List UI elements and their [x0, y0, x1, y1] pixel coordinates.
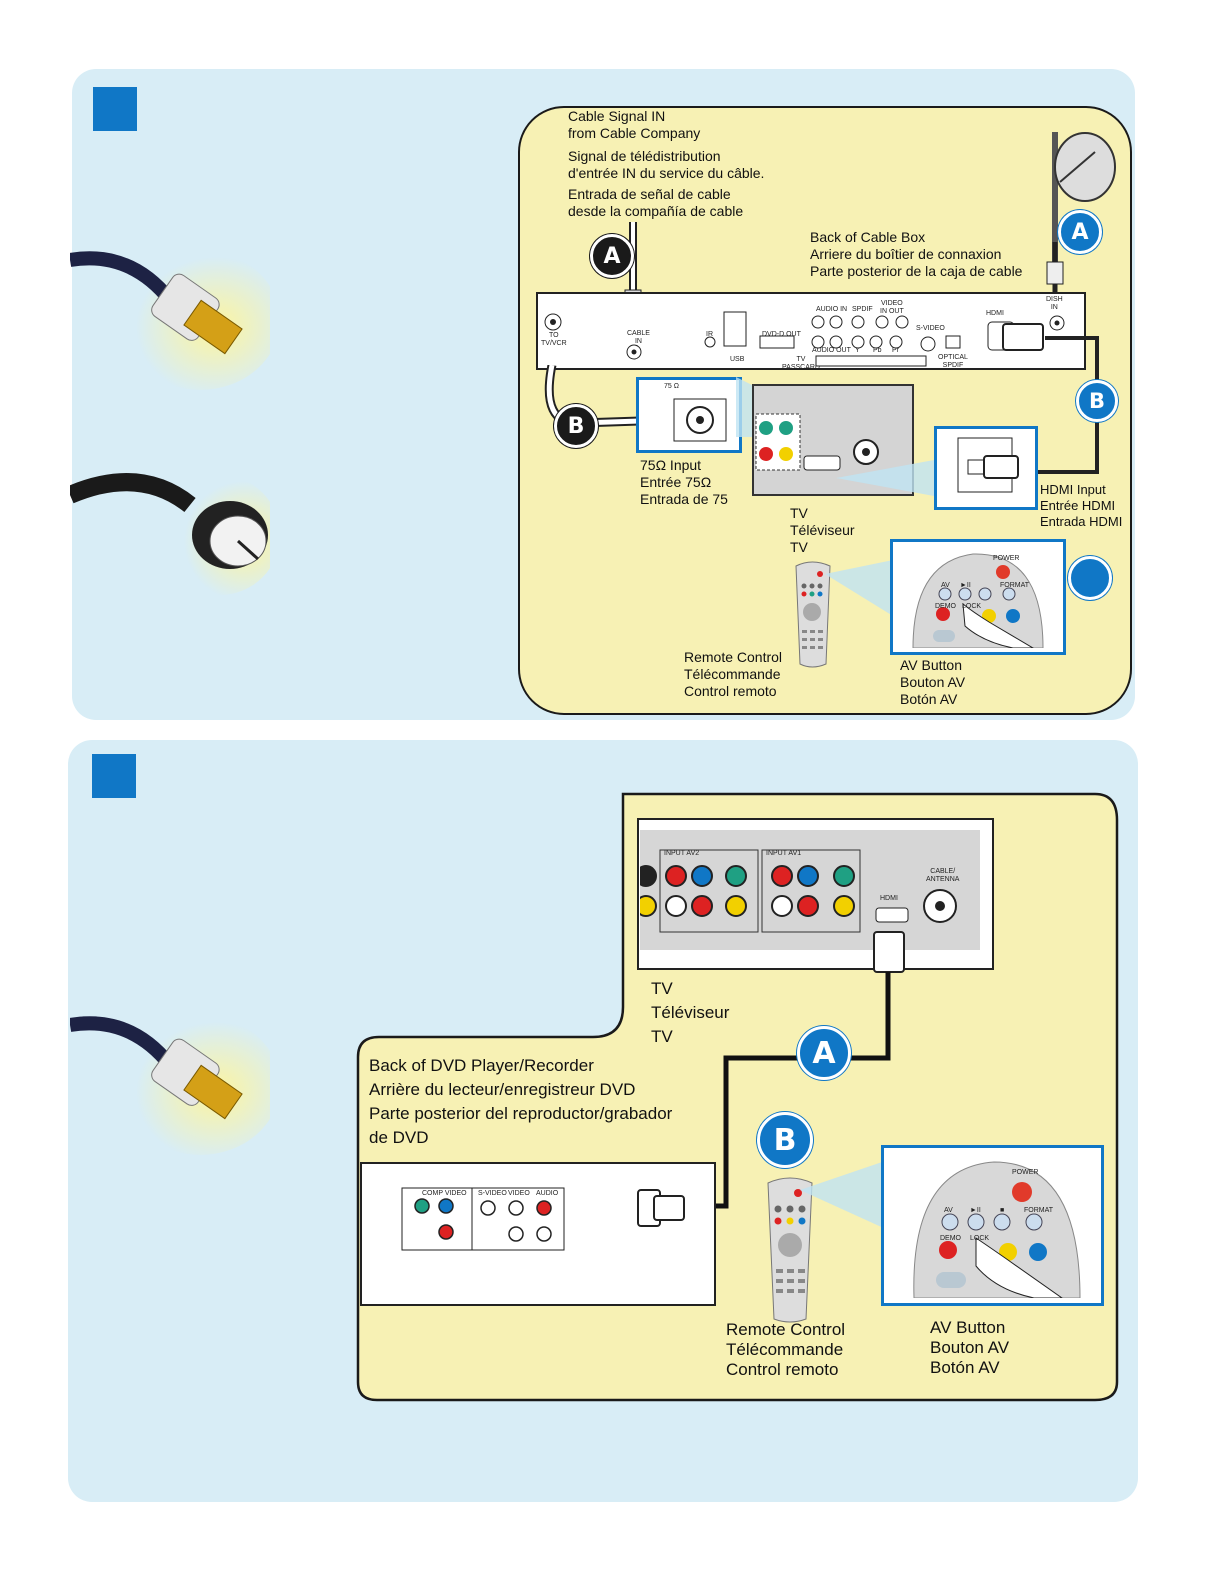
- input-av2-label: INPUT AV2: [664, 850, 700, 857]
- tv-back-jacks-2: [640, 849, 957, 933]
- dvd-d-out-label: DVD-D OUT: [762, 331, 801, 338]
- y-label: Y: [855, 347, 860, 354]
- cable-antenna-label: CABLE/ANTENNA: [926, 868, 960, 883]
- step-1-marker: [93, 87, 137, 131]
- input-75-label: 75Ω Input Entrée 75Ω Entrada de 75: [640, 457, 728, 507]
- hdmi-cable-icon: [70, 250, 270, 390]
- remote-av-label-2: AV: [944, 1207, 953, 1214]
- badge-a-cable: A: [590, 234, 634, 278]
- svideo-label: S-VIDEO: [916, 325, 945, 332]
- inset-pointer-remote-2: [800, 1160, 888, 1230]
- remote-play-label-1: ►II: [960, 582, 971, 589]
- hdmi-label-tv2: HDMI: [880, 895, 898, 902]
- step-c-marker: [1068, 556, 1112, 600]
- back-cable-box-label: Back of Cable Box Arriere du boîtier de …: [810, 229, 1023, 279]
- av-button-label-2: AV Button Bouton AV Botón AV: [930, 1318, 1010, 1377]
- audio-out-label: AUDIO OUT: [812, 347, 851, 354]
- cable-signal-label-fr: Signal de télédistribution d'entrée IN d…: [568, 148, 765, 181]
- hdmi-label-box: HDMI: [986, 310, 1004, 317]
- dvd-audio-label: AUDIO: [536, 1190, 559, 1197]
- remote-closeup-1: [912, 553, 1044, 648]
- audio-in-label: AUDIO IN: [816, 306, 848, 313]
- ir-label: IR: [706, 331, 713, 338]
- remote-control-icon-2: [767, 1177, 813, 1323]
- dvd-svideo-label: S-VIDEO: [478, 1190, 507, 1197]
- remote-format-label-1: FORMAT: [1000, 582, 1030, 589]
- cable-signal-label-en: Cable Signal IN from Cable Company: [568, 108, 701, 141]
- badge-a-dish: A: [1058, 210, 1102, 254]
- remote-play-label-2: ►II: [970, 1207, 981, 1214]
- cable-signal-label-es: Entrada de señal de cable desde la compa…: [568, 186, 744, 219]
- dvd-video-label: VIDEO: [508, 1190, 530, 1197]
- badge-a-hdmi-2: A: [797, 1026, 851, 1080]
- remote-lock-label-1: LOCK: [962, 603, 982, 610]
- tv-label-2: TV Téléviseur TV: [651, 979, 730, 1046]
- badge-b-remote-2: B: [757, 1112, 813, 1168]
- comp-video-label: COMP VIDEO: [422, 1190, 467, 1197]
- remote-format-label-2: FORMAT: [1024, 1207, 1054, 1214]
- remote-label-1: Remote Control Télécommande Control remo…: [684, 649, 783, 699]
- remote-demo-label-1: DEMO: [935, 603, 956, 610]
- back-dvd-label: Back of DVD Player/Recorder Arrière du l…: [369, 1056, 673, 1147]
- badge-b-hdmi: B: [1076, 380, 1118, 422]
- tv-label-1: TV Téléviseur TV: [790, 505, 855, 555]
- hdmi-cable-2: [710, 931, 905, 1209]
- remote-power-label-2: POWER: [1012, 1169, 1039, 1176]
- usb-label: USB: [730, 356, 745, 363]
- remote-control-icon-1: [795, 561, 831, 668]
- hdmi-cable-icon-2: [70, 1015, 270, 1155]
- input-av1-label: INPUT AV1: [766, 850, 802, 857]
- tv-back-jacks-1: [755, 413, 879, 471]
- step-2-marker: [92, 754, 136, 798]
- pr-label: Pr: [892, 347, 899, 354]
- coaxial-cable-icon: [70, 473, 270, 595]
- input-75-jack: [673, 398, 727, 442]
- remote-demo-label-2: DEMO: [940, 1235, 961, 1242]
- hdmi-inset-jack: [957, 437, 1019, 493]
- remote-power-label-1: POWER: [993, 555, 1020, 562]
- satellite-dish-icon: [1046, 132, 1116, 297]
- dvd-back-jacks: [401, 1187, 685, 1251]
- remote-label-2: Remote Control Télécommande Control remo…: [726, 1320, 846, 1379]
- remote-stop-label-2: ■: [1000, 1207, 1005, 1214]
- remote-closeup-2: [913, 1161, 1081, 1298]
- spdif-label: SPDIF: [852, 306, 873, 313]
- hdmi-input-label: HDMI Input Entrée HDMI Entrada HDMI: [1040, 482, 1123, 529]
- ohm-75-label: 75 Ω: [664, 383, 679, 390]
- inset-pointer-hdmi: [836, 460, 934, 496]
- av-button-label-1: AV Button Bouton AV Botón AV: [900, 657, 966, 707]
- remote-av-label-1: AV: [941, 582, 950, 589]
- badge-b-coax: B: [554, 404, 598, 448]
- pb-label: Pb: [873, 347, 882, 354]
- inset-pointer-remote-1: [825, 560, 893, 616]
- remote-lock-label-2: LOCK: [970, 1235, 990, 1242]
